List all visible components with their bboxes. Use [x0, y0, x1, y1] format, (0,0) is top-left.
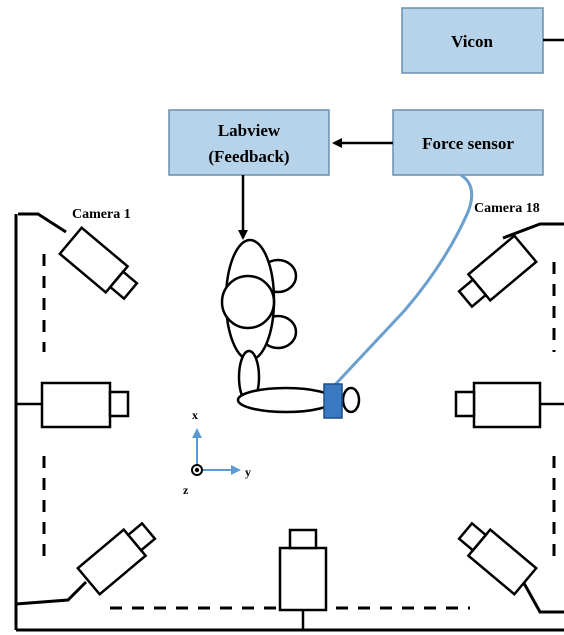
dashed-boundary — [42, 254, 556, 610]
camera-right-icon — [454, 381, 564, 429]
subject-figure — [220, 238, 361, 414]
force-sensor-box: Force sensor — [392, 109, 544, 176]
force-sensor-cable — [330, 173, 474, 390]
force-sensor-label: Force sensor — [422, 134, 514, 153]
camera-bottom-left-icon — [76, 521, 157, 596]
room-walls — [14, 212, 564, 632]
subject-head — [220, 274, 276, 330]
y-axis-label: y — [245, 465, 251, 479]
vicon-box: Vicon — [401, 7, 544, 74]
camera-18-label: Camera 18 — [474, 201, 540, 216]
camera-1-icon — [58, 226, 139, 301]
camera-18-icon — [457, 234, 538, 309]
vicon-label: Vicon — [451, 32, 493, 51]
subject-hand — [341, 386, 361, 414]
labview-feedback-label: (Feedback) — [208, 147, 289, 166]
labview-box: Labview (Feedback) — [168, 109, 330, 176]
camera-left-icon — [16, 381, 130, 429]
camera-1-label: Camera 1 — [72, 207, 131, 222]
z-axis-label: z — [183, 483, 189, 497]
camera-bottom-center-icon — [278, 528, 328, 630]
coordinate-axes: x y z — [183, 408, 251, 497]
force-sensor-device — [323, 383, 343, 419]
camera-bottom-right-icon — [457, 521, 538, 596]
x-axis-label: x — [192, 408, 198, 422]
subject-forearm — [236, 386, 336, 414]
labview-label: Labview — [218, 121, 281, 140]
